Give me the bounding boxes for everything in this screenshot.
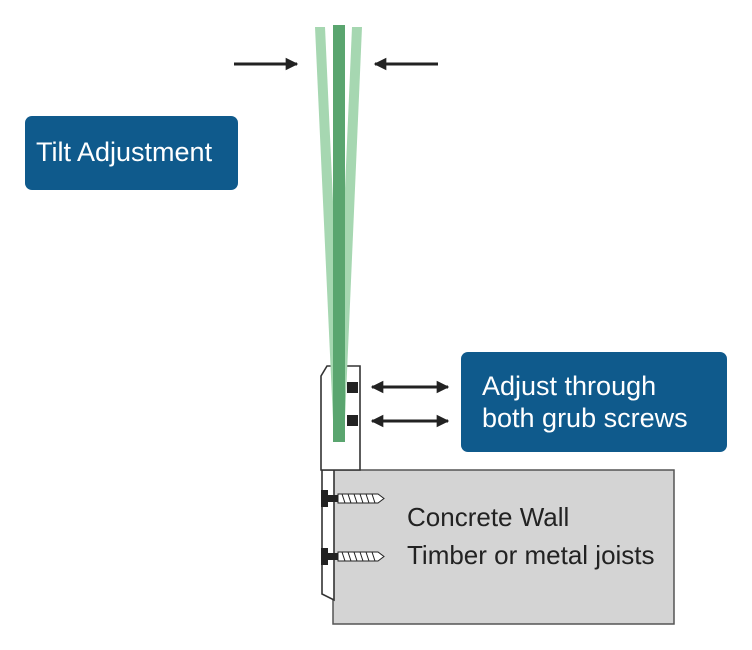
concrete-wall (332, 469, 675, 625)
screw-icon (321, 490, 385, 507)
concrete-wall-label: Concrete Wall (407, 502, 570, 532)
grub-callout-line-2: both grub screws (482, 403, 688, 434)
tilt-adjustment-label: Tilt Adjustment (36, 137, 213, 167)
grub-screw-callout: Adjust through both grub screws (461, 352, 727, 452)
side-mount-bracket (321, 469, 335, 602)
grub-callout-line-1: Adjust through (482, 371, 657, 401)
glass-panel-vertical (333, 25, 345, 442)
grub-screw-icon (347, 415, 358, 426)
tilt-adjustment-callout: Tilt Adjustment (25, 116, 238, 190)
screw-icon (321, 548, 385, 565)
joists-label: Timber or metal joists (407, 540, 655, 570)
grub-screw-icon (347, 382, 358, 393)
